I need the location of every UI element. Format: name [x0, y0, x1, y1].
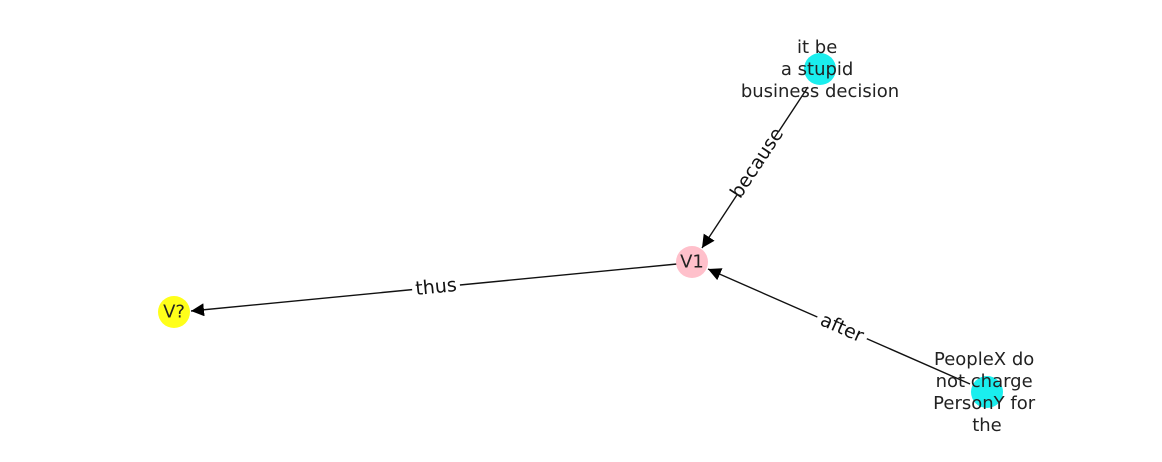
edge-label-because: because: [725, 124, 789, 202]
node-v1-label: V1: [680, 252, 704, 273]
node-prior-line-4: the: [972, 415, 1002, 436]
node-prior[interactable]: [971, 376, 1003, 408]
node-v1[interactable]: [676, 246, 708, 278]
node-cause[interactable]: [804, 53, 836, 85]
edge-label-thus: thus: [410, 271, 462, 303]
node-prior-line-1: PeopleX do: [934, 349, 1034, 370]
node-prior-line-3: PersonY for: [933, 393, 1036, 414]
node-cause-label: it be a stupid business decision: [741, 37, 899, 102]
node-cause-line-1: it be: [797, 37, 837, 58]
edge-label-because-text: because: [726, 124, 788, 202]
node-prior-label: PeopleX do not charge PersonY for the: [933, 349, 1041, 436]
edge-label-thus-text: thus: [414, 274, 457, 300]
edge-label-after: after: [812, 305, 872, 351]
node-prior-line-2: not charge: [936, 371, 1033, 392]
node-v-question[interactable]: [158, 296, 190, 328]
node-v-question-label: V?: [163, 302, 185, 323]
node-cause-line-2: a stupid: [781, 59, 853, 80]
node-cause-line-3: business decision: [741, 81, 899, 102]
